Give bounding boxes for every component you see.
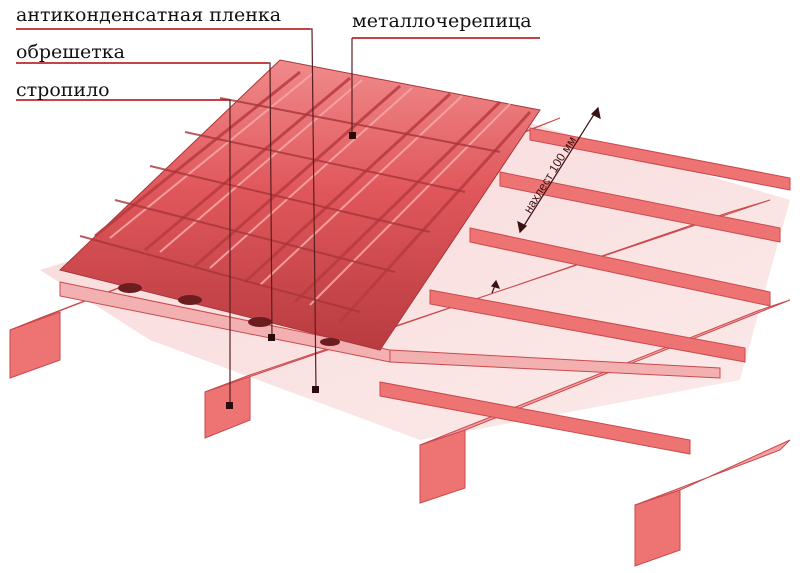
metal-tile-sheet bbox=[58, 59, 541, 351]
battens bbox=[59, 127, 791, 455]
label-membrane: антиконденсатная пленка bbox=[16, 4, 282, 26]
label-underlines bbox=[16, 28, 540, 101]
small-arrow-icon bbox=[490, 279, 501, 294]
label-battens: обрешетка bbox=[16, 41, 125, 63]
leader-dot-icon bbox=[226, 132, 356, 409]
overlap-arrow-icon bbox=[517, 106, 601, 234]
label-rafter: стропило bbox=[16, 79, 110, 101]
label-metal-tile: металлочерепица bbox=[352, 10, 532, 32]
